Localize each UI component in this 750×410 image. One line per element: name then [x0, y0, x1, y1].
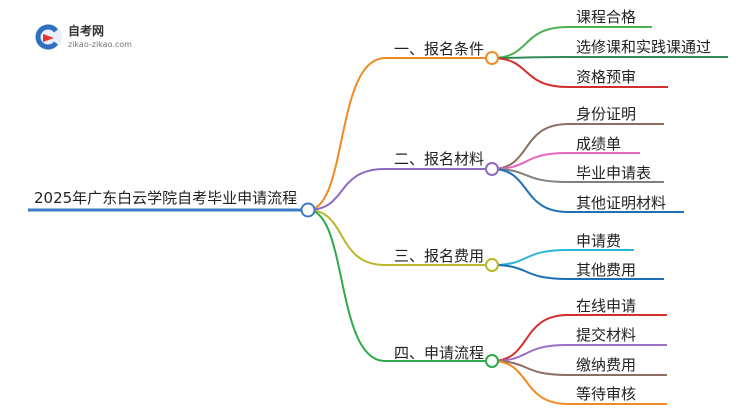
branch-label: 二、报名材料 [394, 150, 485, 168]
branch-connector [307, 168, 386, 211]
branch-node [485, 258, 499, 272]
branch-connector [307, 57, 386, 211]
leaf-label: 缴纳费用 [576, 356, 637, 374]
leaf-label: 其他费用 [576, 261, 637, 279]
branch-node [485, 162, 499, 176]
leaf-label: 申请费 [576, 232, 622, 250]
leaf-connector [491, 360, 569, 405]
leaf-label: 在线申请 [576, 297, 637, 315]
site-logo: 自考网 zikao-zikao.com [32, 20, 172, 60]
leaf-connector [491, 57, 569, 88]
leaf-label: 身份证明 [576, 105, 637, 123]
leaf-label: 资格预审 [576, 68, 637, 86]
branch-connector [307, 209, 386, 362]
zikao-logo-icon [35, 24, 62, 50]
leaf-connector [491, 26, 569, 59]
root-label: 2025年广东白云学院自考毕业申请流程 [34, 189, 298, 207]
leaf-connector [491, 123, 569, 170]
leaf-connector [491, 249, 569, 266]
leaf-label: 选修课和实践课通过 [576, 38, 712, 56]
branch-node [485, 51, 499, 65]
leaf-connector [491, 56, 569, 59]
root-node [300, 202, 316, 218]
logo-title: 自考网 [68, 24, 105, 38]
leaf-label: 其他证明材料 [576, 194, 667, 212]
leaf-connector [491, 168, 569, 213]
branch-label: 一、报名条件 [394, 40, 485, 58]
leaf-connector [491, 314, 569, 362]
leaf-label: 成绩单 [576, 135, 622, 153]
branch-node [485, 354, 499, 368]
leaf-label: 提交材料 [576, 326, 637, 344]
leaf-label: 毕业申请表 [576, 164, 652, 182]
leaf-label: 课程合格 [576, 8, 637, 26]
branch-connector [307, 209, 386, 266]
logo-url: zikao-zikao.com [68, 40, 132, 49]
branch-label: 三、报名费用 [394, 247, 485, 265]
leaf-label: 等待审核 [576, 385, 637, 403]
branch-label: 四、申请流程 [394, 344, 485, 362]
leaf-connector [491, 264, 569, 280]
